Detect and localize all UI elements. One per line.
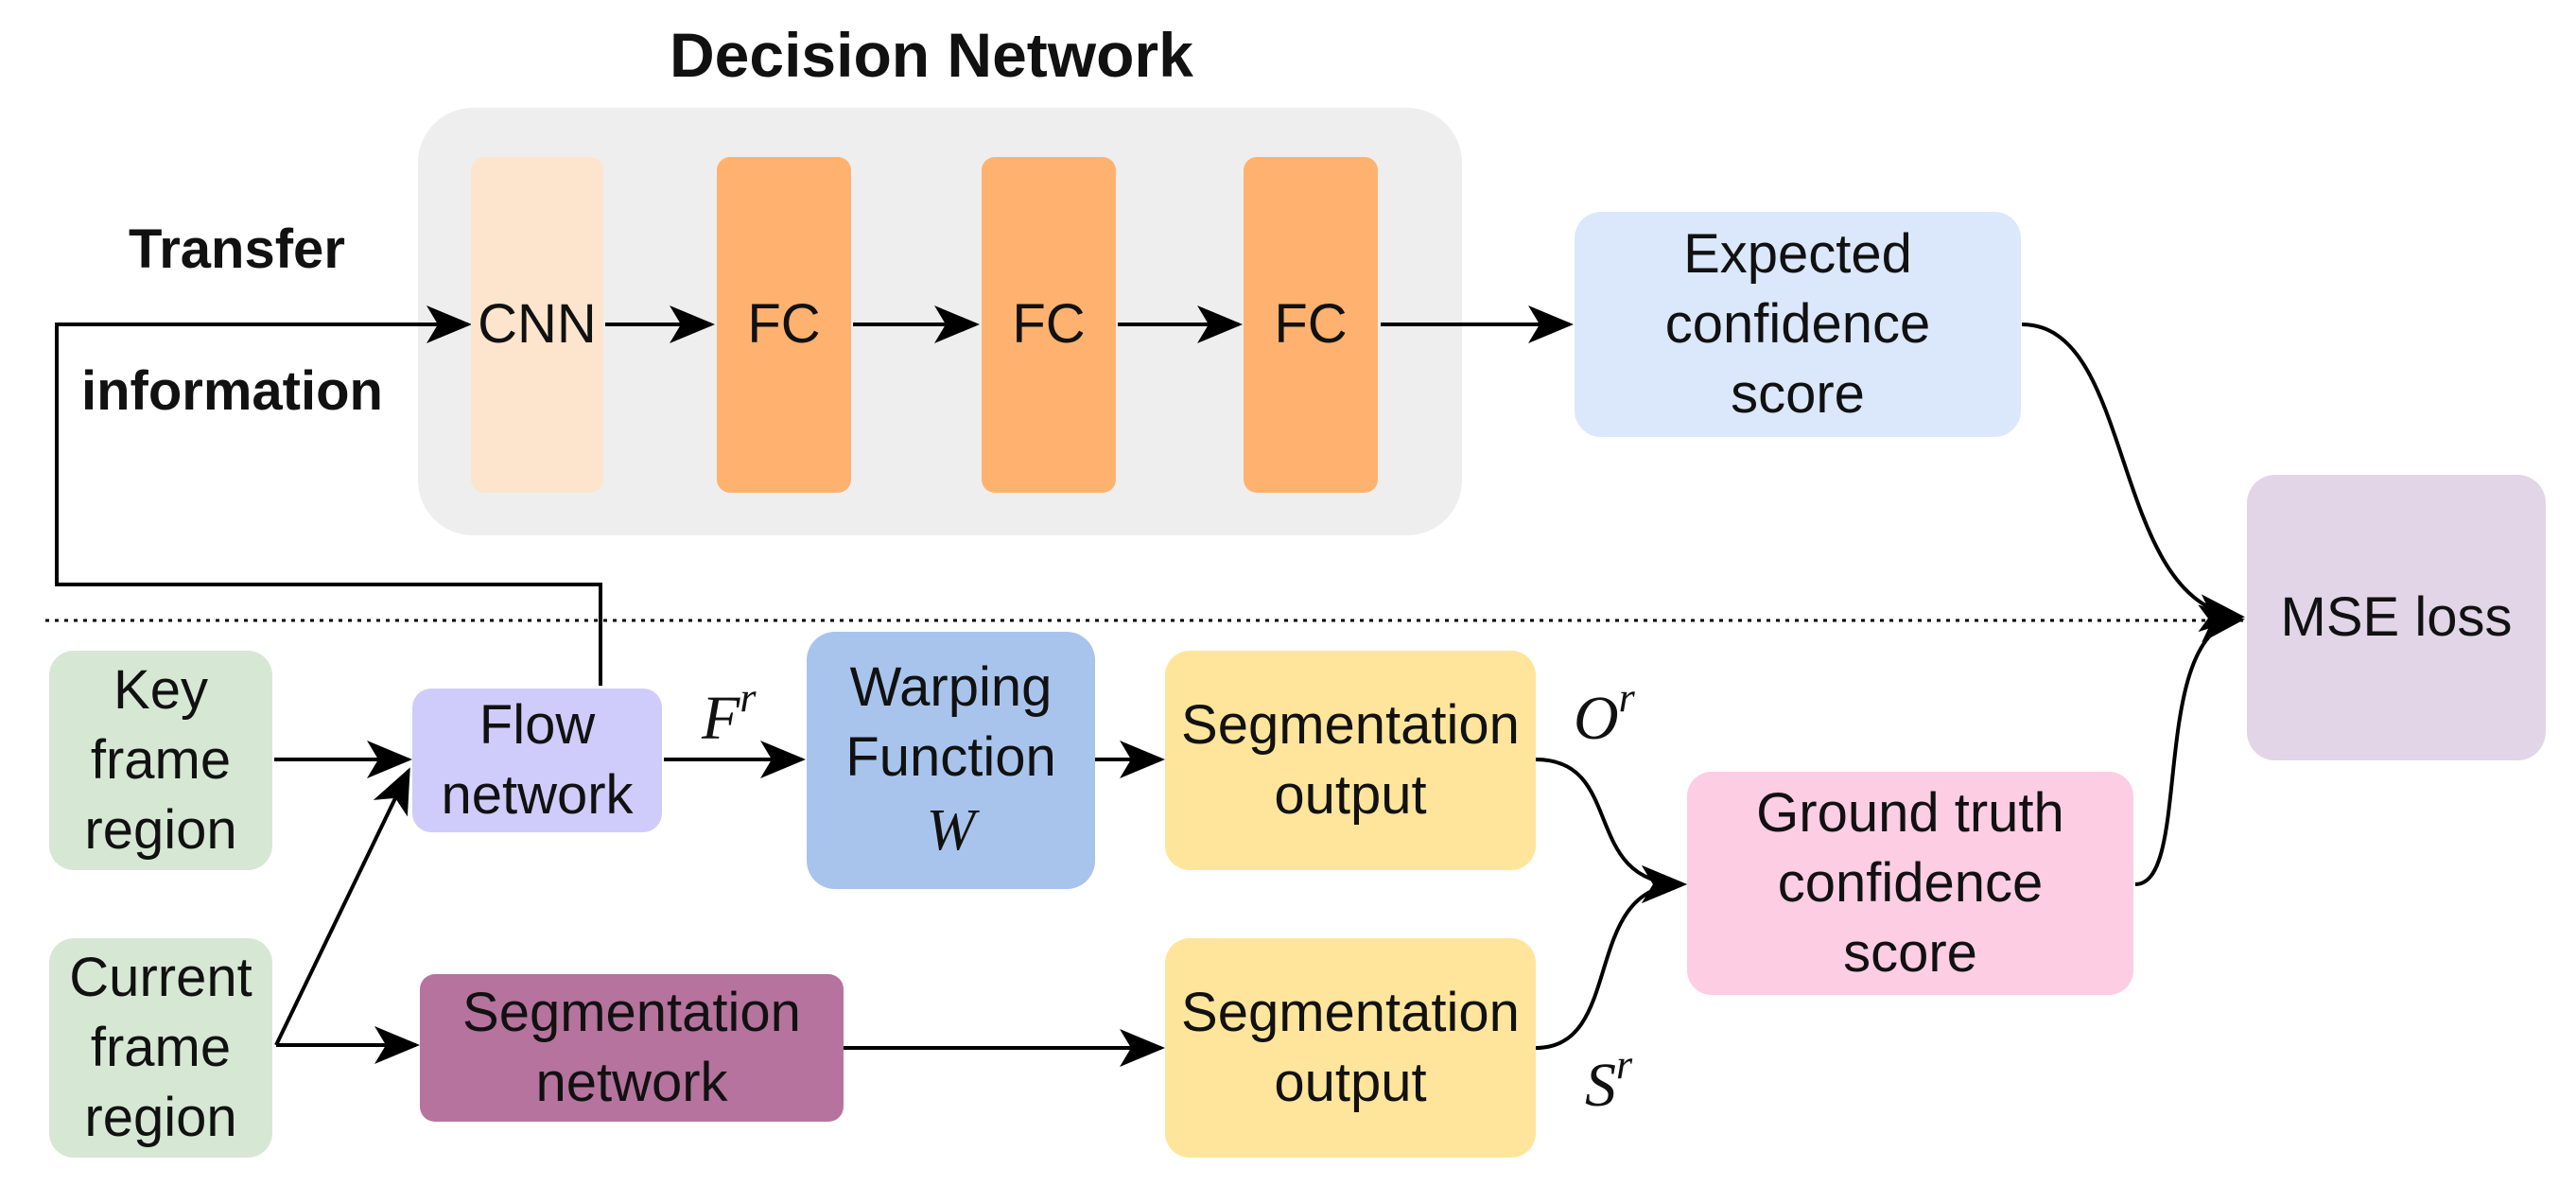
current-frame-region-box: Current frame region	[49, 938, 272, 1158]
seg-symbol-sup: r	[1616, 1041, 1633, 1088]
arrow-currentframe-flow	[274, 767, 410, 1046]
diagram-title: Decision Network	[670, 20, 1193, 90]
current-frame-line3: region	[84, 1087, 237, 1149]
warping-line2: Function	[845, 726, 1056, 789]
flow-symbol-sup: r	[740, 674, 757, 721]
expected-line2: confidence	[1664, 292, 1931, 355]
flow-network-line2: network	[441, 764, 634, 826]
segmentation-output-bottom-box: Segmentation output	[1165, 938, 1536, 1158]
segout-top-line2: output	[1274, 764, 1427, 826]
arrow-segout-bottom-gt	[1535, 865, 1687, 1050]
warped-symbol-base: O	[1574, 684, 1619, 753]
fc-block-3: FC	[1244, 157, 1378, 493]
seg-symbol-base: S	[1585, 1051, 1616, 1120]
warping-symbol: W	[926, 797, 976, 863]
segout-bottom-line1: Segmentation	[1181, 981, 1520, 1043]
mse-loss-box: MSE loss	[2247, 475, 2546, 760]
warped-symbol: Or	[1574, 674, 1635, 755]
arrow-segout-top-gt	[1535, 758, 1687, 903]
key-frame-line1: Key	[113, 658, 208, 721]
segmentation-network-box: Segmentation network	[420, 974, 844, 1122]
flow-network-line1: Flow	[479, 693, 596, 756]
warping-function-box: Warping Function W	[807, 632, 1095, 889]
expected-line3: score	[1731, 363, 1865, 426]
key-frame-line2: frame	[90, 728, 232, 791]
expected-line1: Expected	[1683, 222, 1912, 285]
fc-label-1: FC	[747, 293, 821, 356]
key-frame-region-box: Key frame region	[49, 651, 272, 870]
cnn-label: CNN	[478, 293, 597, 356]
transfer-label-line1: Transfer	[129, 218, 345, 280]
warping-line1: Warping	[849, 656, 1053, 719]
arrow-groundtruth-mse	[2134, 604, 2245, 886]
cnn-block: CNN	[471, 157, 603, 493]
gt-line3: score	[1843, 922, 1977, 985]
segmentation-output-top-box: Segmentation output	[1165, 651, 1536, 870]
flow-symbol-base: F	[702, 684, 740, 753]
current-frame-line2: frame	[90, 1016, 232, 1078]
segout-top-line1: Segmentation	[1181, 693, 1520, 756]
fc-label-2: FC	[1012, 293, 1086, 356]
transfer-label-line2: information	[81, 360, 383, 422]
arrow-transfer-information	[55, 305, 602, 686]
current-frame-line1: Current	[69, 946, 252, 1008]
seg-symbol: Sr	[1585, 1041, 1632, 1122]
fc-block-2: FC	[982, 157, 1116, 493]
flow-network-box: Flow network	[412, 689, 662, 832]
mse-loss-label: MSE loss	[2280, 585, 2513, 648]
key-frame-line3: region	[84, 799, 237, 862]
arrow-expected-mse	[2021, 323, 2245, 633]
segnet-line1: Segmentation	[462, 981, 801, 1043]
fc-block-1: FC	[717, 157, 851, 493]
warped-symbol-sup: r	[1618, 674, 1635, 721]
gt-line1: Ground truth	[1756, 781, 2064, 844]
ground-truth-confidence-box: Ground truth confidence score	[1687, 772, 2133, 995]
fc-label-3: FC	[1274, 293, 1348, 356]
gt-line2: confidence	[1777, 851, 2044, 914]
flow-symbol: Fr	[702, 674, 756, 755]
expected-confidence-box: Expected confidence score	[1575, 212, 2021, 437]
segnet-line2: network	[535, 1052, 728, 1113]
segout-bottom-line2: output	[1274, 1052, 1427, 1113]
